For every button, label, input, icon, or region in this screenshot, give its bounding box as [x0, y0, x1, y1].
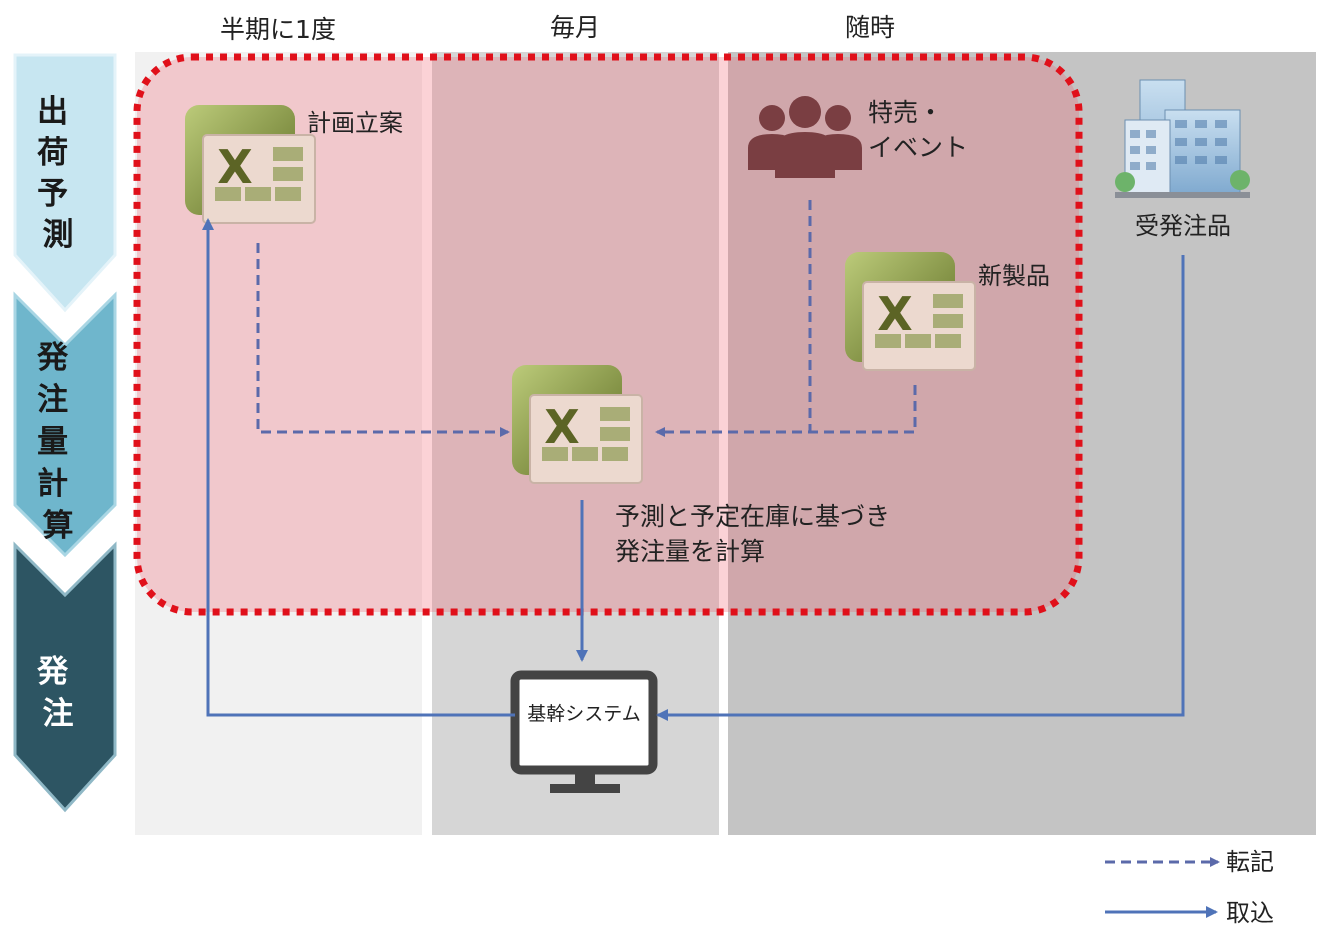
- legend-import-label: 取込: [1226, 899, 1274, 927]
- stage-order-calc: 発 注 量 計 算: [13, 291, 117, 558]
- legend-transcribe-label: 転記: [1226, 848, 1274, 876]
- stage-order: 発 注: [13, 541, 117, 813]
- people-icon: [748, 96, 862, 178]
- excel-plan-icon: X: [185, 105, 316, 224]
- stage-order-calc-char: 算: [43, 508, 74, 544]
- highlight-region: [133, 53, 1083, 616]
- calc-label-line1: 予測と予定在庫に基づき: [615, 502, 890, 531]
- arrow-order-item-to-system: [656, 255, 1185, 721]
- order-item-label: 受発注品: [1135, 212, 1231, 240]
- column-header-monthly: 毎月: [550, 13, 600, 42]
- stage-order-calc-char: 発: [36, 340, 69, 376]
- svg-text:X: X: [877, 287, 912, 341]
- svg-text:発 注: 発 注: [36, 654, 79, 732]
- stage-forecast-char: 出: [37, 94, 68, 130]
- core-system-label: 基幹システム: [527, 703, 640, 725]
- event-label-line1: 特売・: [868, 98, 943, 127]
- column-header-anytime: 随時: [845, 13, 895, 42]
- arrow-system-to-plan: [202, 218, 515, 717]
- svg-text:出 荷 予 測: 出 荷 予 測: [37, 94, 79, 253]
- stage-order-char: 発: [36, 654, 69, 690]
- column-header-half-yearly: 半期に1度: [220, 15, 336, 44]
- stage-order-calc-char: 計: [37, 466, 68, 502]
- stage-forecast-char: 予: [37, 176, 68, 212]
- new-product-label: 新製品: [978, 262, 1050, 290]
- stage-order-char: 注: [43, 696, 74, 732]
- stage-order-calc-char: 量: [37, 424, 68, 460]
- legend: 転記 取込: [1105, 848, 1274, 927]
- calc-label-line2: 発注量を計算: [615, 537, 765, 566]
- svg-text:X: X: [217, 140, 252, 194]
- building-icon: [1115, 79, 1250, 198]
- stage-forecast-char: 測: [43, 217, 74, 253]
- svg-text:X: X: [544, 400, 579, 454]
- stage-forecast-char: 荷: [37, 135, 68, 171]
- event-label-line2: イベント: [868, 133, 968, 162]
- monitor-icon: [510, 670, 658, 793]
- svg-text:発 注 量 計: 発 注 量 計 算: [36, 340, 79, 544]
- excel-new-product-icon: X: [845, 252, 976, 371]
- excel-calc-icon: X: [512, 365, 643, 484]
- stage-forecast: 出 荷 予 測: [13, 53, 117, 313]
- arrow-plan-to-calc: [256, 243, 510, 437]
- plan-label: 計画立案: [307, 109, 403, 137]
- stage-order-calc-char: 注: [37, 382, 68, 418]
